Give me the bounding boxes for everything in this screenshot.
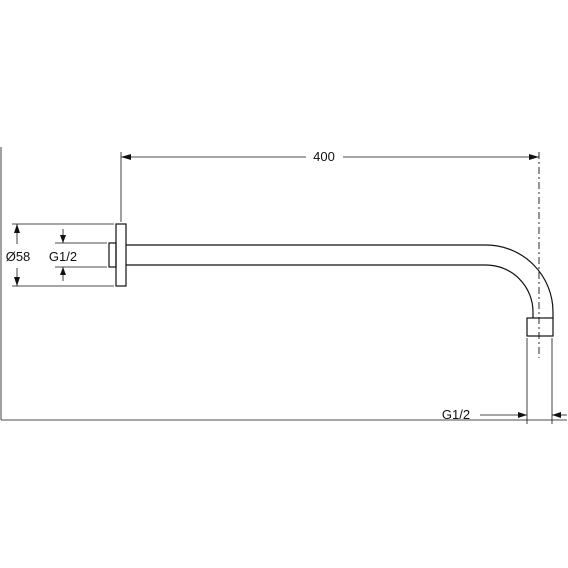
wall-thread-dimension: G1/2 bbox=[49, 229, 107, 281]
outlet-thread-label: G1/2 bbox=[442, 407, 470, 422]
shower-arm bbox=[126, 244, 554, 318]
flange-diameter-dimension: Ø58 bbox=[6, 223, 114, 287]
outlet-nut bbox=[526, 317, 554, 337]
flange-diameter-label: Ø58 bbox=[6, 249, 31, 264]
outlet-thread-dimension: G1/2 bbox=[442, 407, 567, 422]
wall-flange bbox=[108, 223, 127, 287]
wall-thread-label: G1/2 bbox=[49, 249, 77, 264]
length-dimension: 400 bbox=[120, 149, 539, 222]
length-label: 400 bbox=[313, 149, 335, 164]
